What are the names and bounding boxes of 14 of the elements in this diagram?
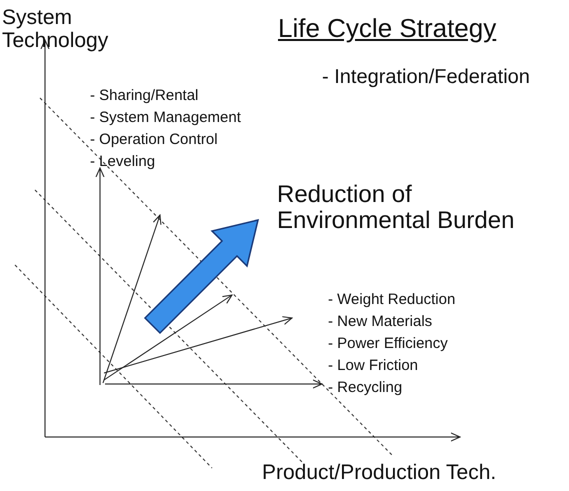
list-item: - Sharing/Rental <box>90 88 198 104</box>
list-item: - Power Efficiency <box>328 336 448 352</box>
list-item: - Weight Reduction <box>328 292 456 308</box>
list-item: - Recycling <box>328 380 402 396</box>
axis-label: Product/Production Tech. <box>262 461 496 484</box>
list-item: - System Management <box>90 110 241 126</box>
arrow-caption: Reduction of Environmental Burden <box>277 182 516 235</box>
list-item: - New Materials <box>328 314 432 330</box>
list-item: - Operation Control <box>90 132 218 148</box>
list-item: - Low Friction <box>328 358 418 374</box>
subtitle: - Integration/Federation <box>322 66 530 88</box>
title: Life Cycle Strategy <box>278 14 496 43</box>
list-item: - Leveling <box>90 154 156 170</box>
axis-label: System Technology <box>2 6 110 52</box>
